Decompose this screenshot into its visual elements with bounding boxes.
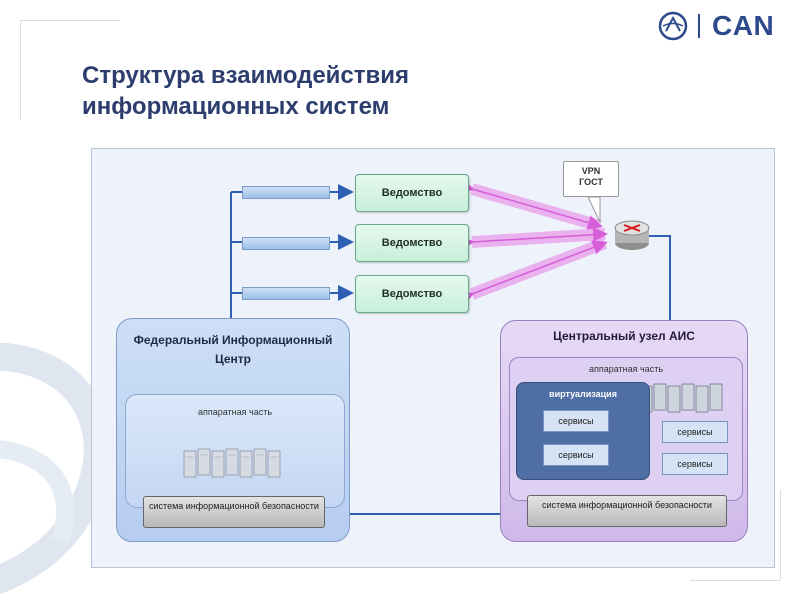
logo-separator xyxy=(698,14,700,38)
logo-text: CAN xyxy=(712,10,775,41)
central-hardware-block: аппаратная часть виртуализация сервисы с… xyxy=(509,357,743,501)
vpn-tunnels xyxy=(458,178,608,306)
channel-bar xyxy=(242,186,330,199)
router-icon xyxy=(614,220,650,250)
hardware-label: аппаратная часть xyxy=(197,407,273,417)
company-logo: CAN xyxy=(658,8,774,44)
department-box: Ведомство xyxy=(355,174,469,212)
channel-bar xyxy=(242,237,330,250)
federal-security-system: система информационной безопасности xyxy=(143,496,325,528)
virtualization-block: виртуализация сервисы сервисы xyxy=(516,382,650,480)
decor-line xyxy=(20,20,120,21)
federal-center-title: Федеральный Информационный Центр xyxy=(133,333,333,366)
central-security-system: система информационной безопасности xyxy=(527,495,727,527)
decor-line xyxy=(690,580,780,581)
server-rack-icon xyxy=(183,448,281,478)
decor-line xyxy=(780,490,781,580)
central-node-title: Центральный узел АИС xyxy=(553,329,695,343)
vpn-label: VPN xyxy=(581,166,601,176)
virtual-service-box: сервисы xyxy=(543,444,609,466)
router-link xyxy=(648,235,671,320)
department-box: Ведомство xyxy=(355,224,469,262)
logo-emblem-icon xyxy=(658,11,688,41)
central-ais-node: Центральный узел АИС аппаратная часть ви… xyxy=(500,320,748,542)
virtualization-label: виртуализация xyxy=(549,389,617,399)
virtual-service-box: сервисы xyxy=(543,410,609,432)
decor-line xyxy=(20,20,21,120)
federal-hardware-block: аппаратная часть xyxy=(125,394,345,508)
vpn-callout: VPN ГОСТ xyxy=(563,161,619,197)
gost-label: ГОСТ xyxy=(579,177,603,187)
channel-bar xyxy=(242,287,330,300)
federal-center-node: Федеральный Информационный Центр аппарат… xyxy=(116,318,350,542)
service-box: сервисы xyxy=(662,421,728,443)
slide-title: Структура взаимодействия информационных … xyxy=(82,62,410,120)
vpn-callout-pointer xyxy=(587,196,601,223)
department-box: Ведомство xyxy=(355,275,469,313)
service-box: сервисы xyxy=(662,453,728,475)
server-rack-icon xyxy=(639,383,723,413)
hardware-label: аппаратная часть xyxy=(588,364,664,374)
